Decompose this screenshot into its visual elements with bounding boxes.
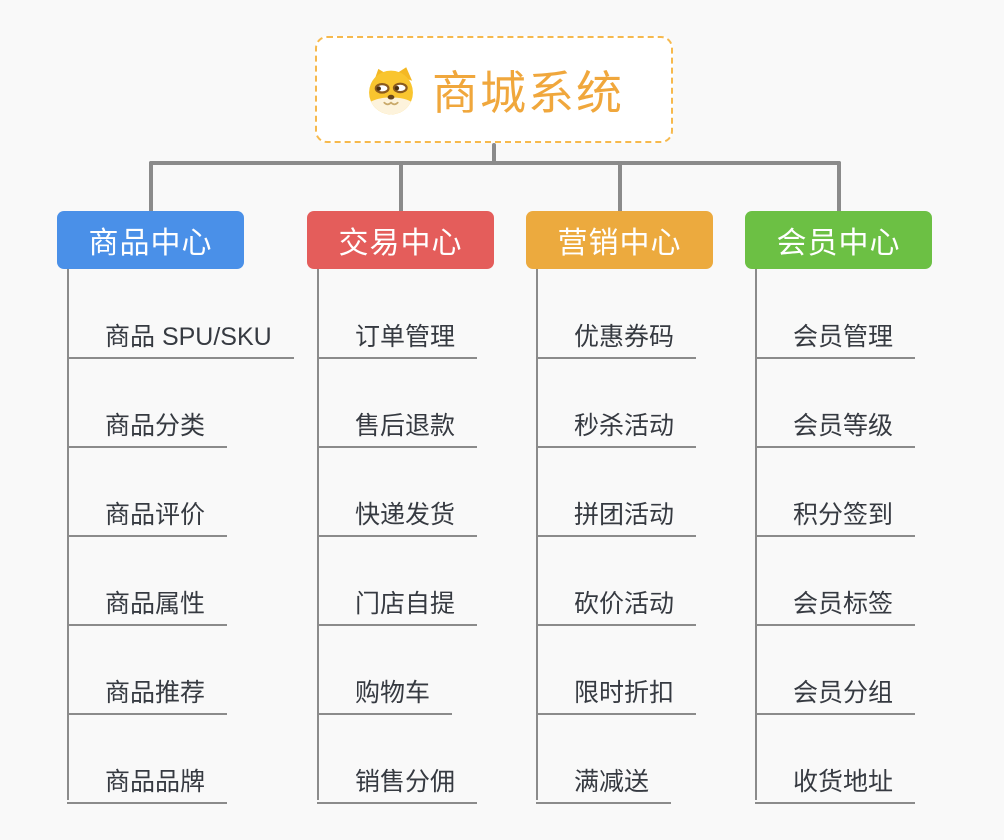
branch-node-marketing-center[interactable]: 营销中心 — [526, 211, 713, 269]
topic-node-item[interactable]: 优惠券码 — [536, 315, 697, 359]
topic-node-item[interactable]: 砍价活动 — [536, 582, 697, 626]
topic-node-item[interactable]: 会员分组 — [755, 671, 916, 715]
topic-node-item[interactable]: 积分签到 — [755, 493, 916, 537]
branch-label: 交易中心 — [338, 227, 463, 260]
branch-label: 商品中心 — [88, 227, 213, 260]
topic-node-item[interactable]: 订单管理 — [317, 315, 478, 359]
topic-node-item[interactable]: 门店自提 — [317, 582, 478, 626]
topic-node-item[interactable]: 限时折扣 — [536, 671, 697, 715]
topic-node-item[interactable]: 销售分佣 — [317, 760, 478, 804]
connector-bus — [148, 161, 841, 165]
branch-line-product-center — [67, 269, 69, 800]
topic-node-item[interactable]: 商品 SPU/SKU — [67, 315, 294, 359]
branch-label: 营销中心 — [557, 227, 682, 260]
topic-node-item[interactable]: 会员等级 — [755, 404, 916, 448]
topic-node-item[interactable]: 秒杀活动 — [536, 404, 697, 448]
connector-drop-product-center — [148, 161, 153, 213]
branch-node-product-center[interactable]: 商品中心 — [57, 211, 244, 269]
topic-node-item[interactable]: 满减送 — [536, 760, 672, 804]
root-topic-title: 商城系统 — [432, 66, 624, 119]
connector-root-drop — [492, 143, 496, 165]
topic-node-item[interactable]: 会员管理 — [755, 315, 916, 359]
topic-node-item[interactable]: 会员标签 — [755, 582, 916, 626]
branch-line-marketing-center — [536, 269, 538, 800]
topic-node-item[interactable]: 商品评价 — [67, 493, 228, 537]
connector-drop-marketing-center — [617, 161, 622, 213]
branch-line-trade-center — [317, 269, 319, 800]
shiba-dog-icon — [369, 66, 413, 114]
topic-node-item[interactable]: 售后退款 — [317, 404, 478, 448]
branch-node-member-center[interactable]: 会员中心 — [745, 211, 932, 269]
topic-node-item[interactable]: 商品分类 — [67, 404, 228, 448]
topic-node-item[interactable]: 商品属性 — [67, 582, 228, 626]
topic-node-item[interactable]: 拼团活动 — [536, 493, 697, 537]
branch-label: 会员中心 — [776, 227, 901, 260]
connector-drop-member-center — [836, 161, 841, 213]
topic-node-item[interactable]: 购物车 — [317, 671, 453, 715]
branch-line-member-center — [755, 269, 757, 800]
topic-node-item[interactable]: 商品推荐 — [67, 671, 228, 715]
topic-node-item[interactable]: 商品品牌 — [67, 760, 228, 804]
topic-node-item[interactable]: 快递发货 — [317, 493, 478, 537]
branch-node-trade-center[interactable]: 交易中心 — [307, 211, 494, 269]
root-topic-node[interactable]: 商城系统 — [315, 36, 673, 143]
connector-drop-trade-center — [398, 161, 403, 213]
topic-node-item[interactable]: 收货地址 — [755, 760, 916, 804]
